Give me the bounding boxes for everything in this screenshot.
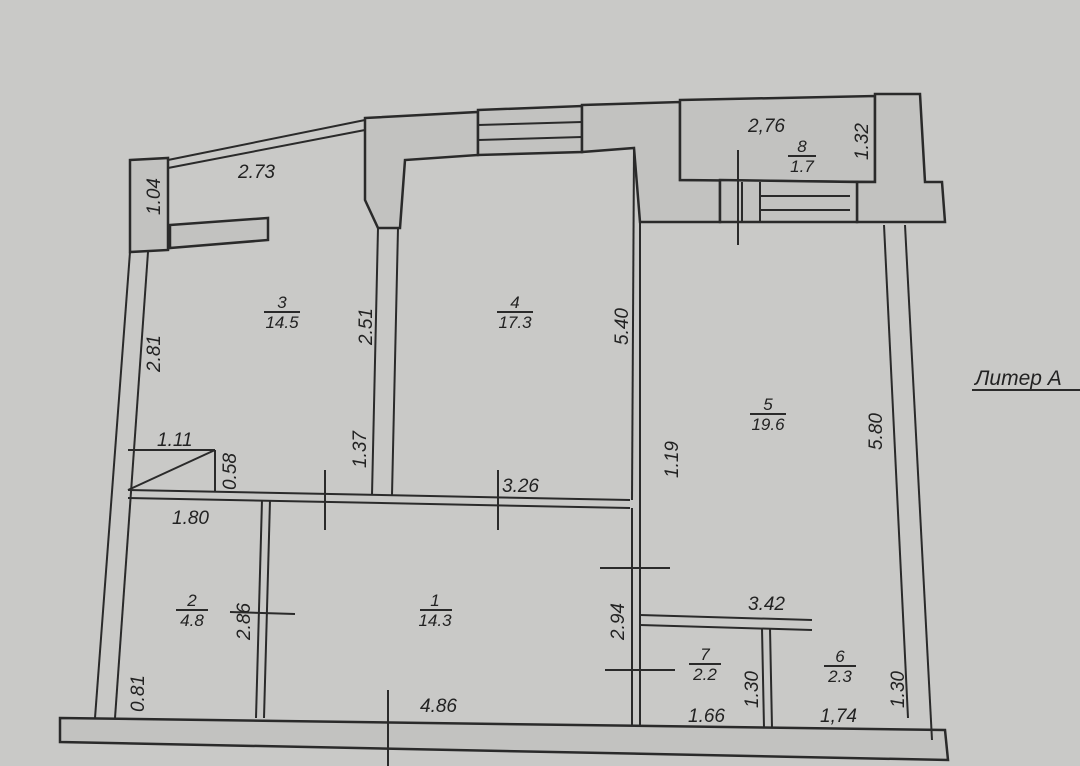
svg-text:7: 7 [700,645,710,664]
svg-text:14.3: 14.3 [418,611,452,630]
dim: 5.40 [612,308,633,345]
dim: 1.37 [350,430,371,468]
dim: 3.26 [502,476,539,497]
building-label: Литер А [973,367,1062,390]
dim: 2.86 [234,603,255,641]
svg-text:2: 2 [186,591,197,610]
svg-text:14.5: 14.5 [265,313,299,332]
svg-text:6: 6 [835,647,845,666]
dim: 1.66 [688,706,725,727]
dim: 4.86 [420,696,457,717]
dimensions: 2.73 1.04 2.81 2.51 5.40 1.37 1.11 0.58 … [128,116,909,727]
dim: 0.81 [128,675,149,712]
dim: 1.32 [852,123,873,160]
room-5: 519.6 [750,395,786,434]
svg-text:8: 8 [797,137,807,156]
svg-text:5: 5 [763,395,773,414]
svg-text:1: 1 [430,591,439,610]
room-6: 62.3 [824,647,856,686]
dim: 1.80 [172,508,209,529]
svg-text:19.6: 19.6 [751,415,785,434]
dim: 5.80 [866,413,887,450]
dim: 0.58 [220,453,241,490]
svg-text:3: 3 [277,293,287,312]
dim: 2.94 [608,603,629,641]
room-3: 314.5 [264,293,300,332]
dim: 2.81 [144,335,165,373]
dim: 2.51 [356,308,377,346]
dim: 1.30 [888,671,909,708]
room-4: 417.3 [497,293,533,332]
room-labels: 114.3 24.8 314.5 417.3 519.6 62.3 72.2 8… [176,137,856,686]
dim: 2.73 [237,162,275,183]
svg-text:2.2: 2.2 [692,665,717,684]
dim: 2,76 [747,116,785,137]
dim: 1.04 [144,178,165,215]
svg-text:4.8: 4.8 [180,611,204,630]
room-8: 81.7 [788,137,816,176]
room-7: 72.2 [689,645,721,684]
room-2: 24.8 [176,591,208,630]
dim: 3.42 [748,594,785,615]
svg-text:2.3: 2.3 [827,667,852,686]
svg-text:17.3: 17.3 [498,313,532,332]
room-1: 114.3 [418,591,452,630]
dim: 1.30 [742,671,763,708]
dim: 1,74 [820,706,857,727]
svg-text:1.7: 1.7 [790,157,814,176]
dim: 1.11 [157,430,193,451]
walls [58,92,950,766]
dim: 1.19 [662,441,683,478]
svg-text:4: 4 [510,293,519,312]
